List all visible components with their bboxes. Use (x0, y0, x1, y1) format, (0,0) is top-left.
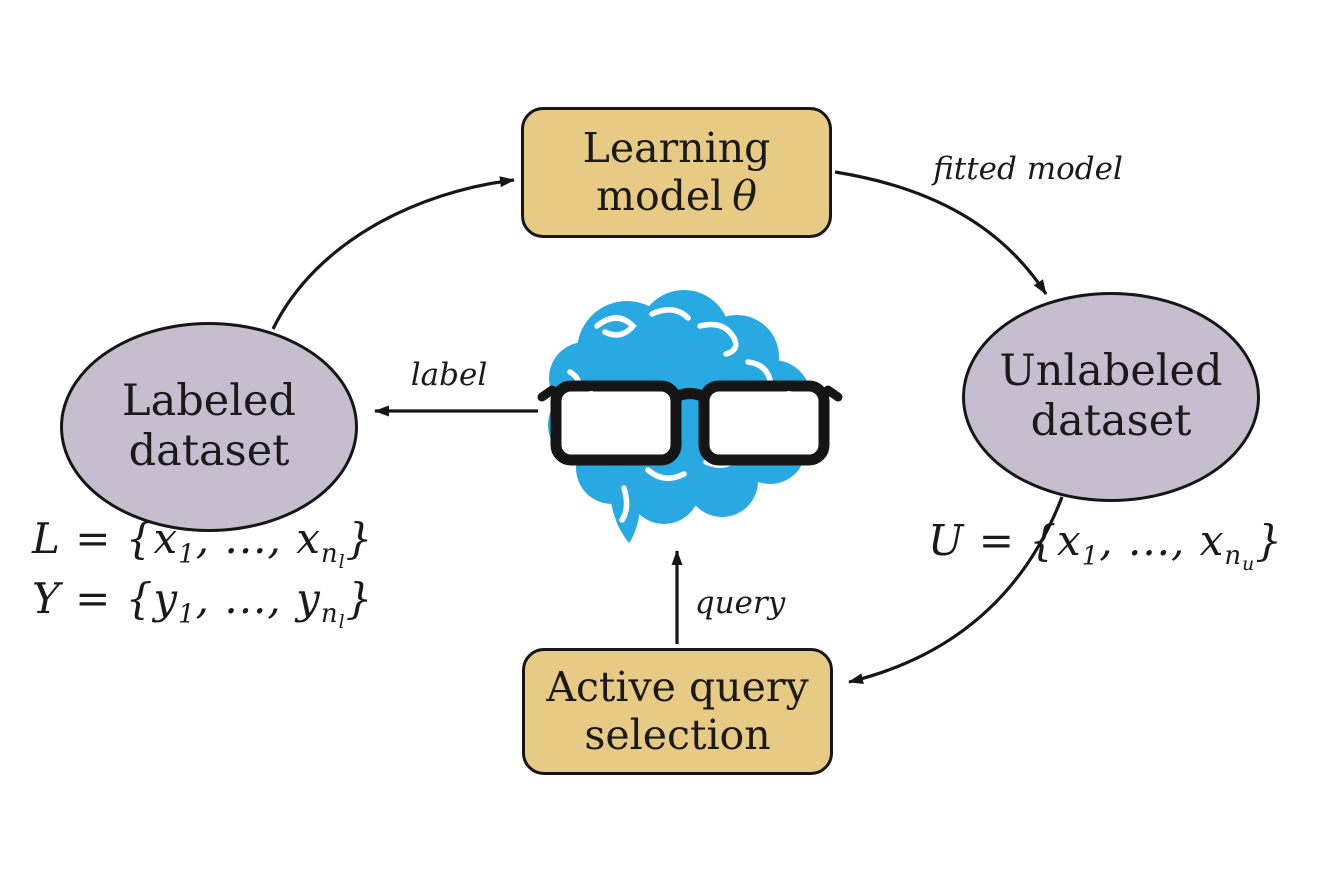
left-lens (550, 380, 682, 466)
right-lens (698, 380, 830, 466)
node-active-query-selection: Active query selection (522, 648, 833, 775)
labeled-dataset-line1: Labeled (122, 376, 296, 427)
unlabeled-dataset-line1: Unlabeled (999, 346, 1223, 397)
edge-labeled-to-learning-model (271, 176, 515, 330)
learning-model-line1: Learning (582, 123, 771, 172)
edge-label-label: label (410, 357, 488, 393)
active-query-line1: Active query (546, 662, 809, 711)
brain-stem (609, 468, 641, 543)
unlabeled-dataset-line2: dataset (1030, 396, 1192, 446)
glasses-icon (537, 380, 843, 466)
theta-symbol: θ (732, 171, 757, 220)
brain-with-glasses-icon (537, 290, 843, 543)
edge-learning-model-to-unlabeled (834, 170, 1048, 295)
active-query-line2: selection (584, 710, 771, 759)
brain-gyri (567, 307, 776, 523)
learning-model-word: model (596, 171, 724, 220)
edge-label-fitted-model: fitted model (933, 151, 1123, 187)
labels-set-equation: Y = {y1, ..., ynl} (32, 574, 374, 634)
glasses-bridge (669, 388, 711, 404)
brain-body (548, 290, 811, 543)
edge-label-query: query (694, 585, 786, 621)
unlabeled-set-equation: U = {x1, ..., xnu} (928, 516, 1283, 576)
labeled-dataset-line2: dataset (128, 426, 290, 476)
node-labeled-dataset: Labeled dataset (60, 322, 358, 532)
edges (271, 170, 1064, 685)
labeled-set-equation: L = {x1, ..., xnl} (32, 514, 374, 574)
node-unlabeled-dataset: Unlabeled dataset (962, 292, 1260, 502)
